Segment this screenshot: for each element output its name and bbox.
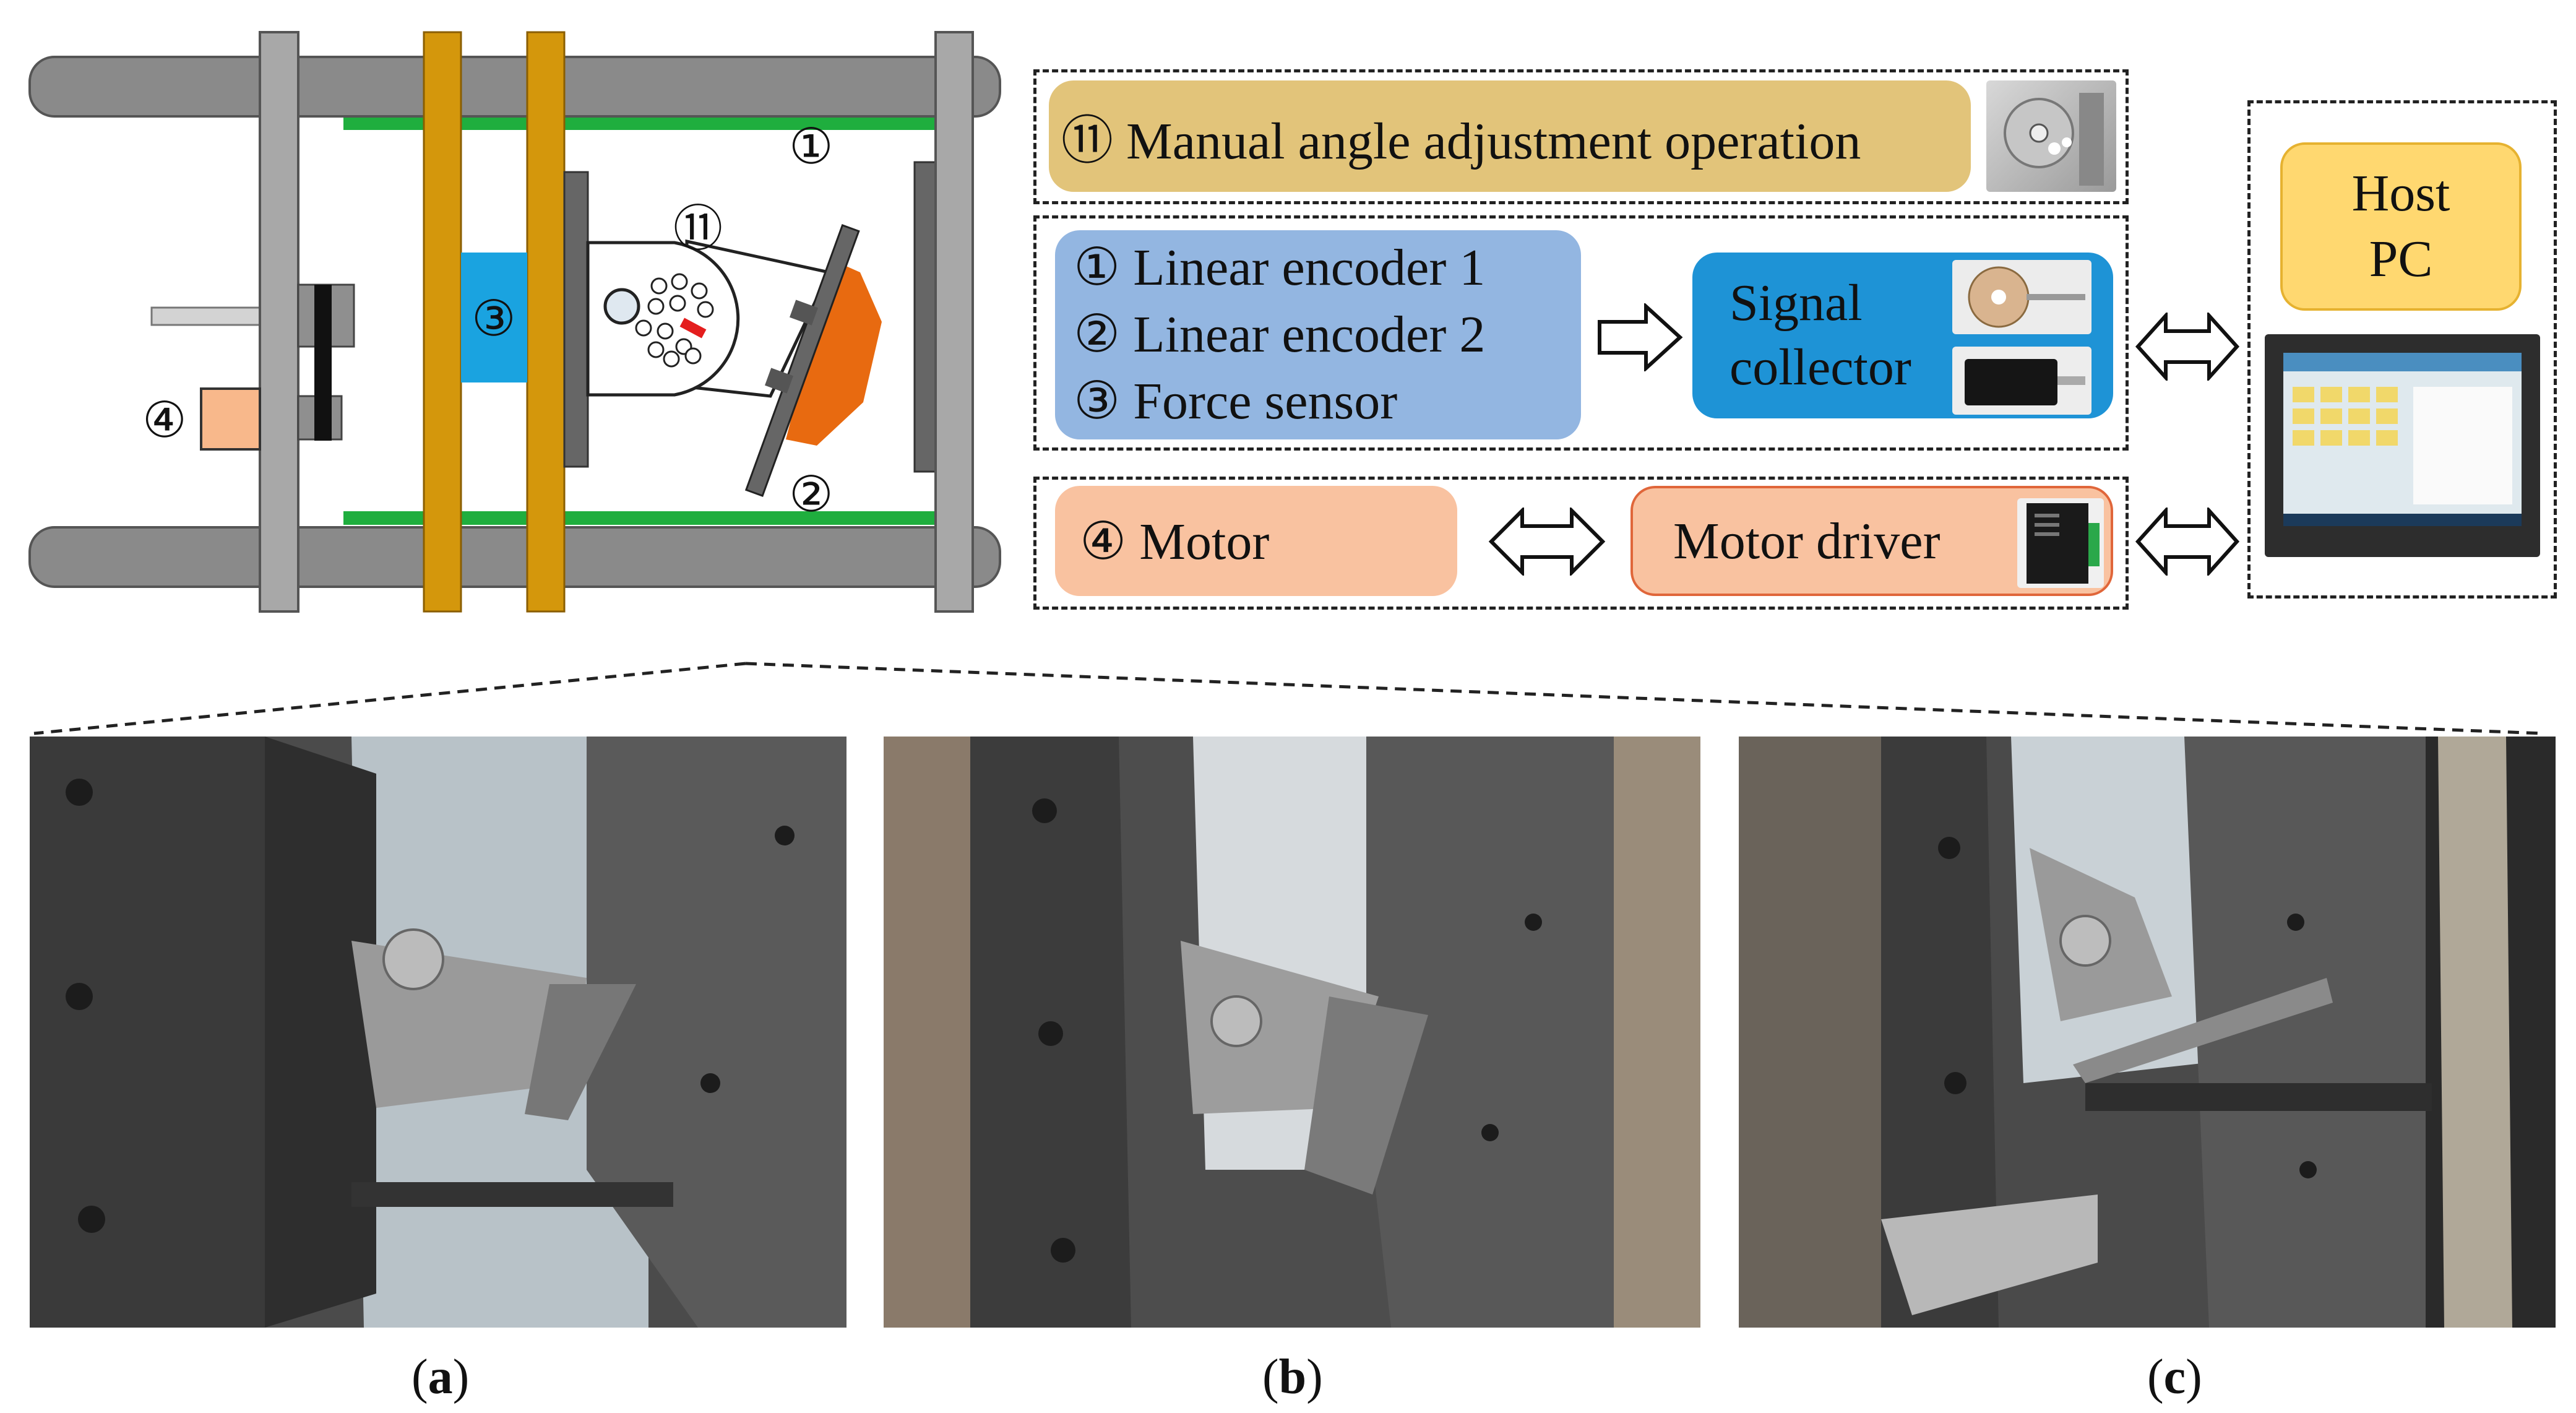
signal-line-2: collector [1730, 339, 1911, 396]
manual-group [1033, 69, 2129, 204]
locking-pin [679, 318, 707, 339]
motor-box-label: ④ Motor [1055, 486, 1457, 596]
motor-group [1033, 477, 2129, 610]
mold-schematic [28, 31, 1001, 619]
caption-b-letter: b [1278, 1350, 1307, 1404]
orange-mold-block [786, 260, 882, 446]
bottom-tie-rail [28, 526, 1001, 588]
gold-plate-1 [423, 31, 462, 613]
manual-photo [1986, 80, 2116, 192]
label-encoder-1: ① [789, 120, 834, 175]
host-group [2247, 100, 2557, 598]
motor-driver-text: Motor driver [1673, 512, 1941, 570]
host-pc-box: Host PC [2280, 142, 2522, 311]
pivot-hole [603, 288, 640, 325]
label-encoder-2: ② [789, 468, 834, 522]
caption-c: (c) [2147, 1350, 2202, 1404]
motor-text: ④ Motor [1080, 512, 1270, 571]
arrow-both-icon-upper [2135, 313, 2240, 381]
zoom-lines [33, 662, 2544, 735]
adjust-holes [635, 273, 714, 368]
fixed-platen [913, 161, 938, 473]
sensor-line-3: ③ Force sensor [1074, 373, 1398, 430]
signal-line-1: Signal [1730, 274, 1863, 332]
photo-a [30, 737, 846, 1328]
label-force-sensor: ③ [472, 292, 516, 347]
host-screen-photo [2265, 334, 2540, 557]
arrow-both-icon [1488, 508, 1606, 576]
manual-adjust-text: ⑪ Manual angle adjustment operation [1061, 112, 1861, 170]
clamp-2 [765, 368, 793, 394]
caption-a-letter: a [428, 1350, 453, 1404]
host-line-1: Host [2351, 165, 2450, 222]
driver-photo [2017, 498, 2104, 588]
load-cell-photo [1952, 260, 2091, 334]
tilted-plate [744, 223, 860, 497]
photo-c [1739, 737, 2556, 1328]
manual-adjust-box: ⑪ Manual angle adjustment operation [1049, 80, 1971, 192]
encoder-strip-1 [343, 118, 937, 130]
caption-c-letter: c [2163, 1350, 2186, 1404]
gold-plate-2 [526, 31, 566, 613]
collector-photo [1952, 347, 2091, 415]
label-angle-adjust: ⑪ [673, 202, 723, 257]
sensor-line-2: ② Linear encoder 2 [1074, 306, 1486, 363]
photo-b [884, 737, 1700, 1328]
host-line-2: PC [2369, 230, 2433, 288]
right-fixed-plate [934, 31, 974, 613]
motor-box [200, 387, 261, 451]
moving-platen [563, 171, 589, 468]
drive-belt [314, 285, 332, 441]
caption-b: (b) [1262, 1350, 1323, 1404]
arrow-right-icon [1598, 303, 1683, 371]
sensor-line-1: ① Linear encoder 1 [1074, 239, 1486, 296]
left-fixed-plate [259, 31, 299, 613]
sensor-group [1033, 215, 2129, 451]
force-sensor [461, 253, 527, 382]
top-tie-rail [28, 56, 1001, 118]
arrow-both-icon-lower [2135, 508, 2240, 576]
label-motor: ④ [142, 394, 187, 448]
caption-a: (a) [411, 1350, 470, 1404]
encoder-strip-2 [343, 511, 937, 525]
sensors-box: ① Linear encoder 1 ② Linear encoder 2 ③ … [1055, 230, 1581, 439]
clamp-1 [790, 300, 818, 326]
